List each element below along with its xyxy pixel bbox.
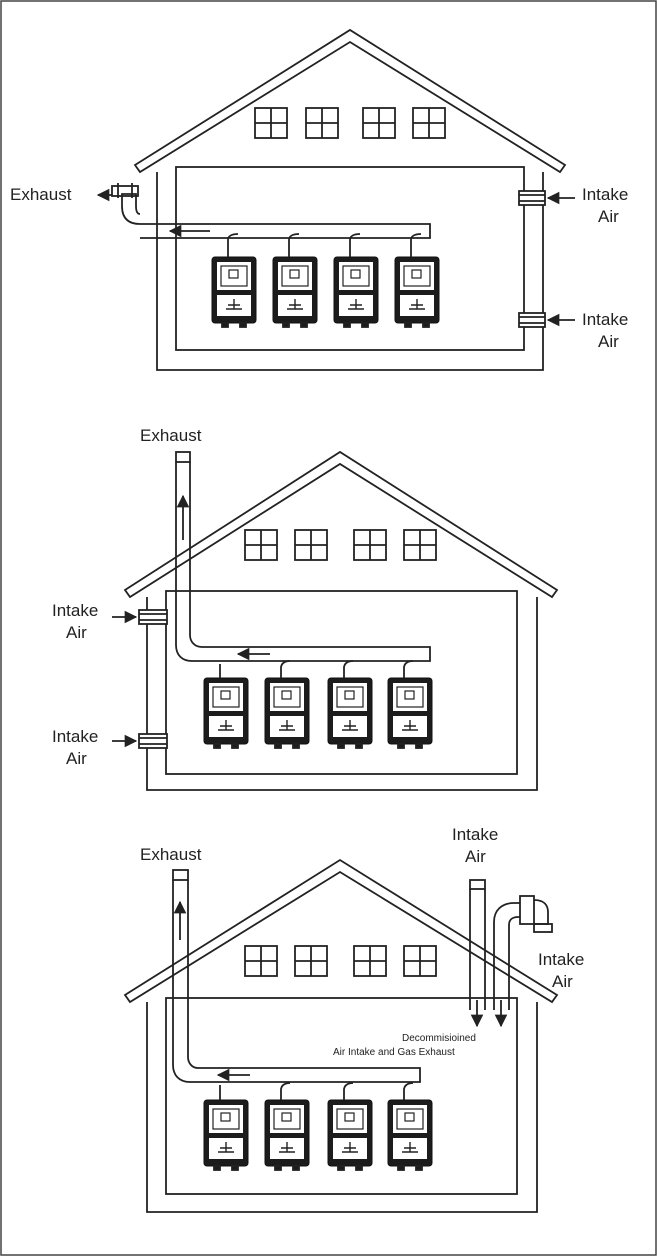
intake-label-1b-line1: Intake — [582, 310, 628, 329]
house-3 — [123, 858, 559, 1213]
heater-row-3 — [203, 1082, 433, 1171]
exhaust-pipe-2 — [175, 451, 431, 662]
exhaust-label-3: Exhaust — [140, 845, 202, 864]
water-heater-unit — [333, 256, 379, 328]
water-heater-unit — [264, 677, 310, 749]
water-heater-unit — [394, 256, 440, 328]
water-heater-unit — [272, 256, 318, 328]
diagram-2 — [112, 450, 559, 791]
flow-arrows-1 — [96, 188, 575, 327]
intake-label-3a-line1: Intake — [452, 825, 498, 844]
intake-label-1b-line2: Air — [598, 332, 619, 351]
heater-row-1 — [211, 233, 440, 328]
exhaust-pipe-3 — [172, 869, 421, 1083]
exhaust-label-1: Exhaust — [10, 185, 72, 204]
water-heater-unit — [387, 1099, 433, 1171]
flow-arrows-3 — [173, 900, 508, 1082]
intake-sleeves-2 — [138, 609, 168, 749]
intake-label-2b-line2: Air — [66, 749, 87, 768]
water-heater-unit — [211, 256, 257, 328]
intake-label-3a-line2: Air — [465, 847, 486, 866]
heater-row-2 — [203, 660, 433, 749]
exhaust-pipe-1 — [111, 183, 431, 239]
intake-label-2a-line2: Air — [66, 623, 87, 642]
intake-label-2b-line1: Intake — [52, 727, 98, 746]
attic-windows-3 — [244, 945, 437, 977]
water-heater-unit — [203, 1099, 249, 1171]
intake-label-2a-line1: Intake — [52, 601, 98, 620]
diagram-3 — [123, 858, 559, 1213]
water-heater-unit — [203, 677, 249, 749]
decommissioned-note-line1: Decommisioined — [402, 1033, 476, 1044]
intake-label-3b-line1: Intake — [538, 950, 584, 969]
intake-sleeves-1 — [518, 190, 546, 328]
attic-windows-2 — [244, 529, 437, 561]
decommissioned-pipes-3 — [469, 879, 553, 1010]
diagram-1 — [96, 28, 575, 371]
house-1 — [133, 28, 567, 371]
exhaust-label-2: Exhaust — [140, 426, 202, 445]
decommissioned-note-line2: Air Intake and Gas Exhaust — [333, 1047, 455, 1058]
intake-label-3b-line2: Air — [552, 972, 573, 991]
intake-label-1a-line2: Air — [598, 207, 619, 226]
water-heater-unit — [264, 1099, 310, 1171]
water-heater-unit — [387, 677, 433, 749]
intake-label-1a-line1: Intake — [582, 185, 628, 204]
house-2 — [123, 450, 559, 791]
water-heater-unit — [327, 677, 373, 749]
water-heater-unit — [327, 1099, 373, 1171]
attic-windows-1 — [254, 107, 446, 139]
flow-arrows-2 — [112, 494, 270, 748]
